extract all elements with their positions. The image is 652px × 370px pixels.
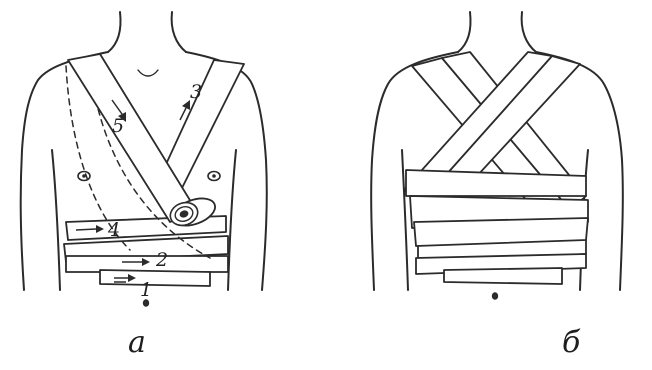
turn-label-2: 2 [155,249,168,271]
turn-label-5: 5 [112,115,124,137]
left-armpit-line [52,150,60,290]
turn-label-1: 1 [140,279,152,301]
arrow-turn-4 [76,229,96,230]
neck-right-line-b [522,12,536,52]
turn-label-4: 4 [107,219,120,241]
bandage-turns-b [404,52,588,284]
arrow-turn-3 [180,108,186,120]
chest-turn-2 [66,256,228,272]
right-armpit-line [228,150,236,290]
caption-panel-b: б [562,328,580,358]
right-nipple-dot [212,174,216,178]
navel-b [492,292,498,300]
oblique-band-turn-5 [68,54,196,222]
turn-label-3: 3 [190,81,202,103]
neck-left-line-b [458,12,471,52]
neck-right-line [172,12,186,52]
jugular-notch [138,70,158,76]
caption-panel-a: а [128,328,146,358]
circular-turn-5-b [444,268,562,284]
neck-left-line [108,12,121,52]
